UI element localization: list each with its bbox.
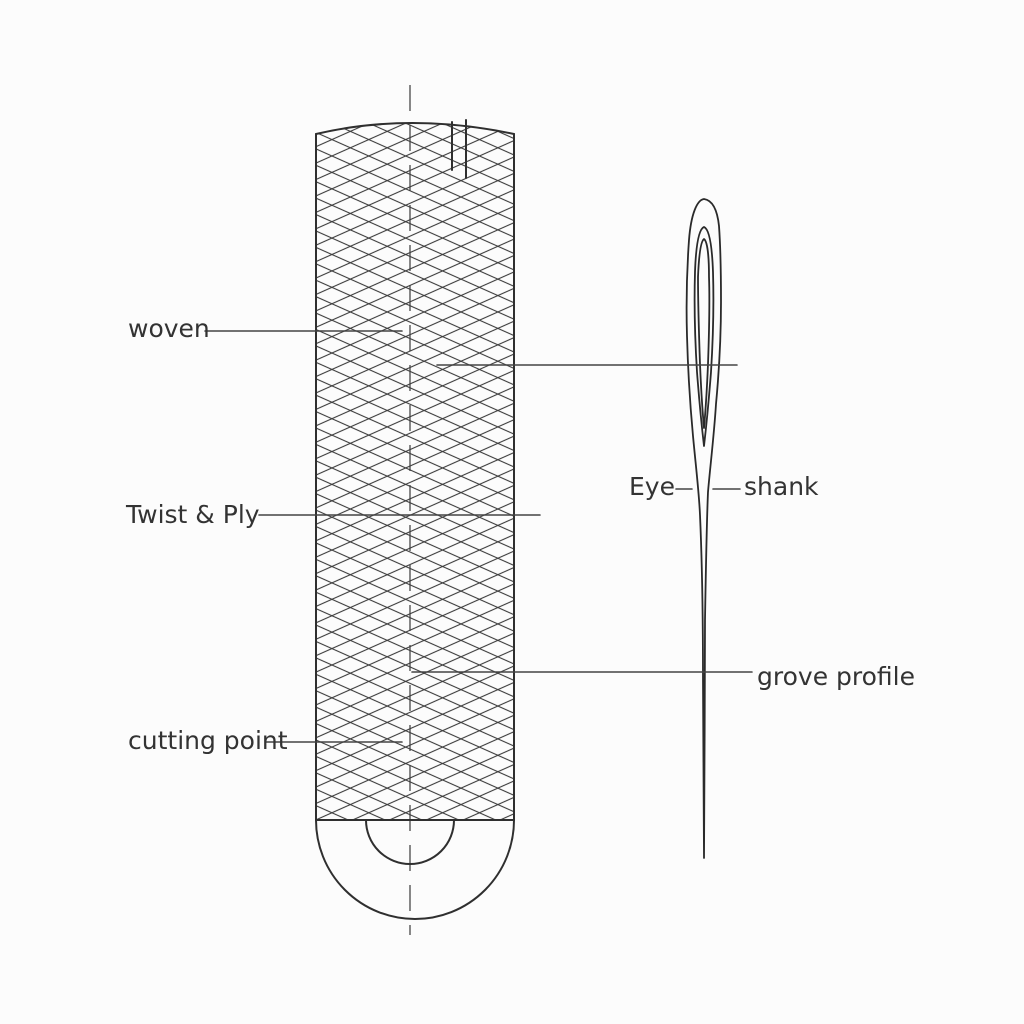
spool-top-edge — [315, 122, 515, 135]
label-twist-and-ply: Twist & Ply — [126, 500, 260, 529]
label-grove-profile: grove profile — [757, 662, 915, 691]
label-eye: Eye — [629, 472, 675, 501]
leader-lines — [204, 330, 753, 743]
thread-hatch-diagonal-b — [316, 123, 514, 820]
thread-hatch — [316, 123, 514, 820]
label-shank: shank — [744, 472, 819, 501]
needle — [685, 198, 722, 859]
spool-bottom-inner-arc — [365, 819, 455, 865]
spool-bottom-arc — [315, 819, 515, 920]
label-cutting-point: cutting point — [128, 726, 288, 755]
needle-eye-outer — [693, 226, 715, 447]
spool-outline — [315, 119, 515, 920]
needle-eye-inner — [697, 238, 711, 429]
label-woven: woven — [128, 314, 210, 343]
needle-outline — [685, 198, 722, 859]
